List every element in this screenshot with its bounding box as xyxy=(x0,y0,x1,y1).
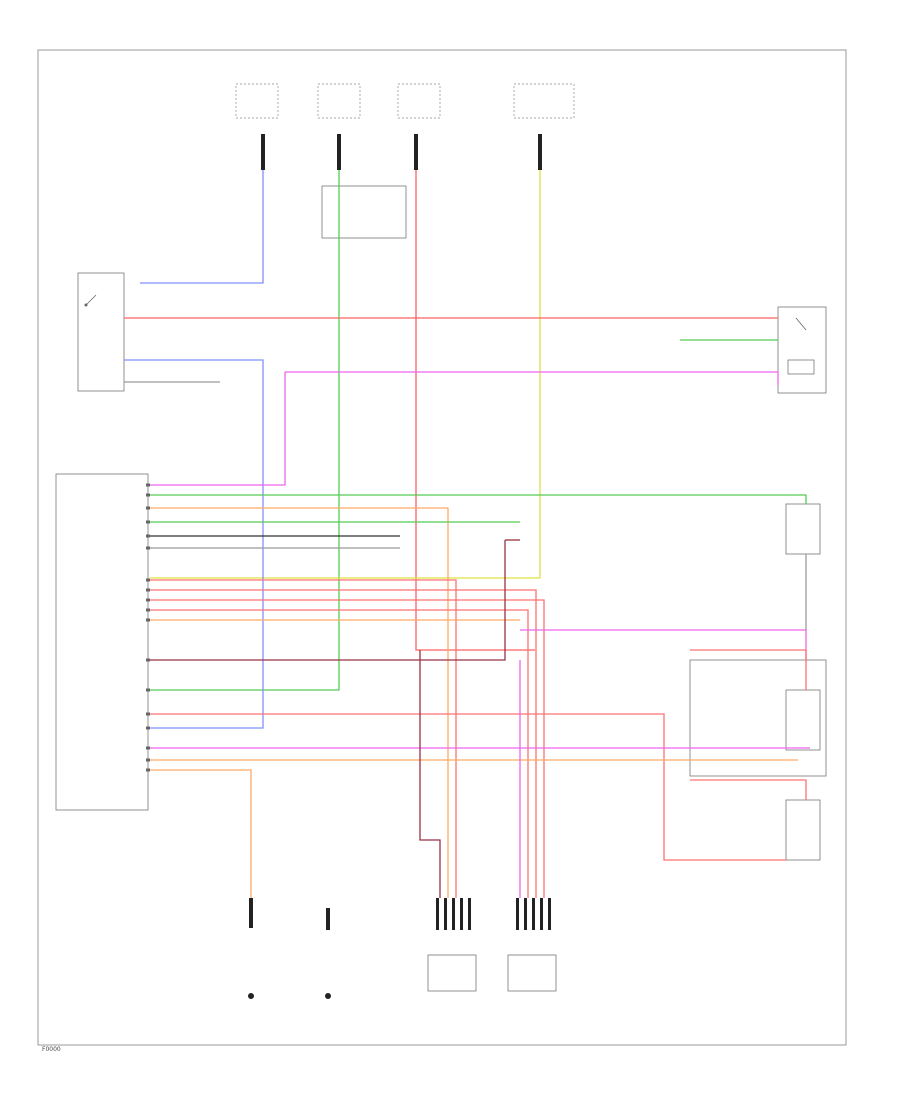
sensor-pin-connector xyxy=(452,898,455,930)
ground-symbol xyxy=(325,993,331,999)
right-rear-solenoid xyxy=(785,689,821,751)
suspension-switch-module xyxy=(321,185,407,239)
wire-pink-1 xyxy=(150,579,457,898)
sensor-pin-connector xyxy=(436,898,439,930)
wire-fuse1-blue xyxy=(140,170,264,284)
ground-symbol xyxy=(248,993,254,999)
wire-pink-3 xyxy=(150,599,545,898)
module-pin xyxy=(146,726,150,730)
module-pin-list xyxy=(146,483,150,772)
wire-pink-lr-top xyxy=(690,779,807,800)
wire-pink-rr-top xyxy=(690,649,807,690)
wire-fuse4-yellow xyxy=(150,170,541,579)
left-switch-component xyxy=(77,272,125,392)
sensor-pins xyxy=(436,898,471,930)
wire-magenta-rr-top xyxy=(520,629,807,660)
main-control-module xyxy=(55,473,149,811)
wire-fuse3-red xyxy=(415,170,535,651)
air-compressor-relay xyxy=(785,503,821,555)
sensor-housing xyxy=(507,954,557,992)
ground-2 xyxy=(325,908,331,999)
switch-contact xyxy=(85,294,97,306)
module-pin xyxy=(146,768,150,772)
sensor-pin-connector xyxy=(444,898,447,930)
fuse-block-1 xyxy=(235,83,279,170)
left-switch-box xyxy=(77,272,125,392)
wire-darkred-lhs xyxy=(419,650,441,898)
wire-orange-sensor xyxy=(150,507,449,898)
module-pin xyxy=(146,658,150,662)
module-pin xyxy=(146,534,150,538)
figure-code: F0000 xyxy=(42,1046,61,1053)
right-relay-component xyxy=(777,306,827,394)
module-pin xyxy=(146,608,150,612)
sensor-pin-connector xyxy=(532,898,535,930)
module-pin xyxy=(146,688,150,692)
module-pin xyxy=(146,493,150,497)
module-pin xyxy=(146,588,150,592)
sensor-pin-connector xyxy=(524,898,527,930)
wire-pink-4 xyxy=(150,609,529,898)
wire-pink-lr-solenoid xyxy=(150,713,786,861)
fuse-box-outline xyxy=(317,83,361,119)
connector-stub xyxy=(538,134,542,170)
fuse-block-2 xyxy=(317,83,361,170)
sensor-pin-connector xyxy=(468,898,471,930)
connector-stub xyxy=(337,134,341,170)
connector-stub xyxy=(249,898,253,928)
wire-orange-ground xyxy=(150,769,252,898)
ground-1 xyxy=(248,898,254,999)
relay-contact xyxy=(795,317,807,331)
sensor-pins xyxy=(516,898,551,930)
relay-coil xyxy=(787,359,815,375)
module-pin xyxy=(146,483,150,487)
wire-compressor-green xyxy=(150,494,807,504)
fuse-block-3 xyxy=(397,83,441,170)
connector-stub xyxy=(261,134,265,170)
wire-pink-2 xyxy=(150,589,537,898)
wire-group xyxy=(124,170,810,898)
module-pin xyxy=(146,506,150,510)
right-relay-box xyxy=(777,306,827,394)
left-height-sensor xyxy=(427,898,477,992)
sensor-pin-connector xyxy=(516,898,519,930)
diagram-border xyxy=(37,49,847,1046)
module-pin xyxy=(146,746,150,750)
wire-module-magenta xyxy=(150,372,286,486)
module-pin xyxy=(146,618,150,622)
right-rear-solenoid-housing xyxy=(689,659,827,777)
wire-fuse2-green xyxy=(150,170,340,691)
fuse-box-outline xyxy=(397,83,441,119)
switch-pivot xyxy=(84,303,88,307)
module-pin xyxy=(146,578,150,582)
module-pin xyxy=(146,758,150,762)
sensor-pin-connector xyxy=(548,898,551,930)
sensor-pin-connector xyxy=(540,898,543,930)
sensor-pin-connector xyxy=(460,898,463,930)
right-height-sensor xyxy=(507,898,557,992)
module-pin xyxy=(146,520,150,524)
wire-blue-switch xyxy=(124,359,264,729)
fuse-box-outline xyxy=(513,83,575,119)
connector-stub xyxy=(326,908,330,930)
module-pin xyxy=(146,598,150,602)
module-pin xyxy=(146,712,150,716)
left-rear-solenoid xyxy=(785,799,821,861)
fuse-box-outline xyxy=(235,83,279,119)
wire-darkred-main xyxy=(150,540,506,661)
fuse-block-4 xyxy=(513,83,575,170)
module-pin xyxy=(146,546,150,550)
wire-relay-magenta xyxy=(285,371,779,385)
sensor-housing xyxy=(427,954,477,992)
connector-stub xyxy=(414,134,418,170)
